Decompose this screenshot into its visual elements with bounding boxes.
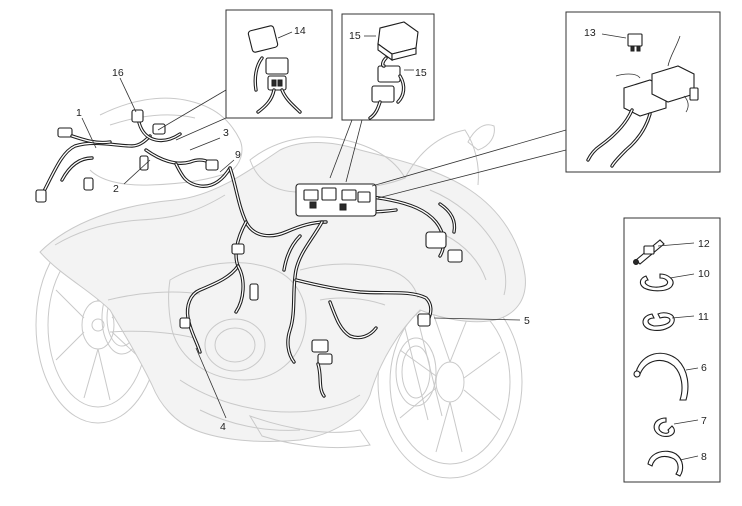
callout-6: 6: [701, 362, 707, 374]
clip-7-part: [653, 417, 675, 437]
callout-5: 5: [524, 315, 530, 327]
wiring-harness: [35, 109, 463, 398]
callout-11: 11: [698, 311, 709, 323]
motorcycle-outline: [35, 97, 526, 479]
clip-8-part: [647, 450, 684, 477]
callout-9: 9: [235, 149, 241, 161]
clamp-11-part: [642, 312, 675, 331]
callout-7: 7: [701, 415, 707, 427]
callout-16: 16: [112, 67, 124, 79]
callout-8: 8: [701, 451, 707, 463]
fastener-panel: 12 10 11 6 7 8: [623, 217, 721, 483]
callout-12: 12: [698, 238, 710, 250]
callout-4: 4: [220, 421, 226, 433]
main-callouts: 1 16 3 2 9 5 4: [76, 67, 530, 433]
main-harness: [228, 166, 463, 268]
cable-tie-part: [633, 239, 665, 265]
callout-3: 3: [223, 127, 229, 139]
inset-13: 13: [371, 11, 721, 199]
callout-14: 14: [294, 25, 306, 37]
callout-10: 10: [698, 268, 710, 280]
callout-15-bottom: 15: [415, 67, 427, 79]
clamp-10-part: [639, 273, 674, 292]
fairing-outline: [39, 142, 526, 443]
strap-6-part: [635, 352, 689, 401]
callout-1: 1: [76, 107, 82, 119]
inset-15: 15 15: [329, 13, 435, 183]
callout-13: 13: [584, 27, 596, 39]
callout-2: 2: [113, 183, 119, 195]
inset-14: 14: [157, 9, 333, 141]
lower-harness: [179, 264, 259, 354]
callout-15-top: 15: [349, 30, 361, 42]
rear-subharness: [131, 109, 232, 188]
engine-harness: [282, 220, 433, 398]
tail-harness: [35, 127, 152, 203]
